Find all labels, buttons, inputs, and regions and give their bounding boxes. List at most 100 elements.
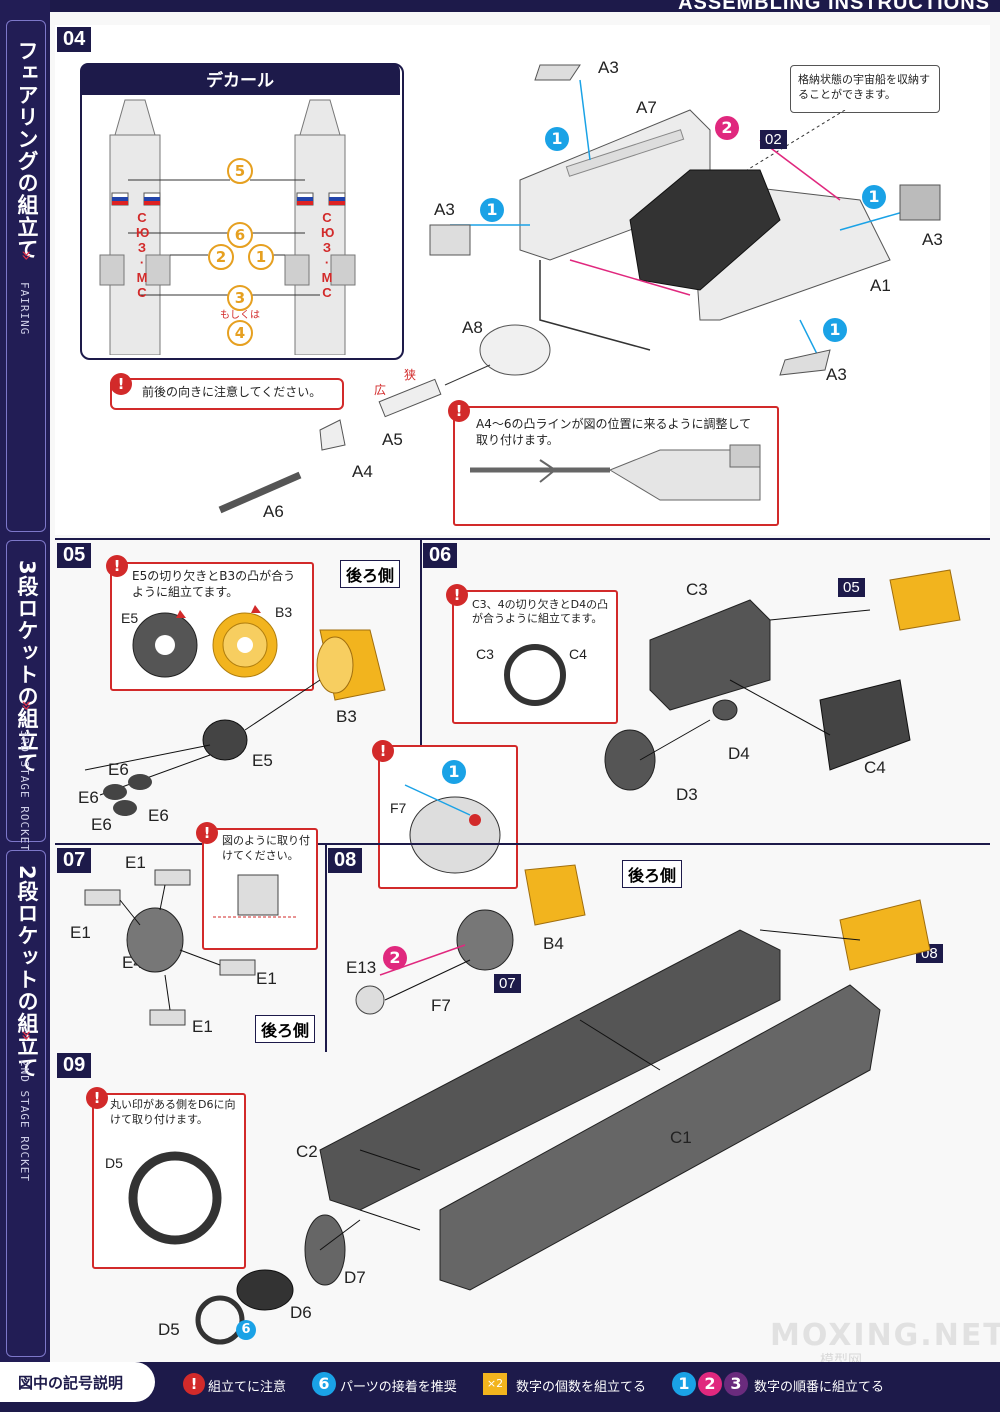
divider	[325, 845, 327, 1052]
label-a3: A3	[434, 200, 455, 219]
decal-number-5: 5	[227, 158, 253, 184]
header-title: ASSEMBLING INSTRUCTIONS	[678, 0, 990, 14]
step-06-illustration	[604, 569, 961, 791]
step-08-illustration	[355, 864, 586, 1015]
order-1-icon: 1	[823, 318, 847, 342]
label-a3: A3	[826, 365, 847, 384]
glue-icon: 6	[236, 1320, 256, 1340]
decal-number-4: 4	[227, 320, 253, 346]
label-d5: D5	[158, 1320, 180, 1339]
label-a4: A4	[352, 462, 373, 481]
step-07-note-box	[202, 828, 318, 950]
label-f7: F7	[431, 996, 451, 1015]
legend-title-box	[0, 1362, 155, 1402]
label-b3: B3	[275, 604, 293, 620]
decal-number-3: 3	[227, 285, 253, 311]
divider	[420, 540, 422, 842]
legend-caution-text: 組立てに注意	[208, 1380, 287, 1395]
chevron-icon: »	[16, 250, 37, 262]
label-c1: C1	[670, 1128, 692, 1147]
legend-order-2-icon: 2	[698, 1372, 722, 1396]
top-bar	[0, 0, 1000, 12]
caution-direction-box	[110, 378, 344, 410]
legend-caution-icon: !	[183, 1373, 205, 1395]
label-e1: E1	[256, 969, 277, 988]
caution-icon: !	[196, 822, 218, 844]
d5-detail	[128, 1151, 222, 1245]
order-2-icon: 2	[715, 116, 739, 140]
decal-alt-text: もしくは	[220, 310, 260, 321]
label-c4: C4	[864, 758, 886, 777]
step-04-number: 04	[57, 27, 92, 52]
caution-icon: !	[110, 373, 132, 395]
label-c2: C2	[296, 1142, 318, 1161]
caution-direction-text: 前後の向きに注意してください。	[142, 385, 322, 399]
tag-02: 02	[760, 130, 787, 149]
label-c3: C3	[476, 646, 494, 662]
legend-glue-text: パーツの接着を推奨	[340, 1380, 457, 1395]
step-09-note-text: 丸い印がある側をD6に向けて取り付けます。	[110, 1098, 236, 1126]
caution-icon: !	[86, 1087, 108, 1109]
rear-side-label: 後ろ側	[255, 1015, 316, 1043]
decal-rockets-illustration	[99, 99, 356, 355]
caution-icon: !	[372, 740, 394, 762]
legend-count-icon: ×2	[483, 1373, 507, 1395]
a4-a6-illustration	[218, 364, 491, 514]
label-d4: D4	[728, 744, 750, 763]
decal-header	[80, 63, 400, 95]
label-f7: F7	[390, 800, 407, 816]
label-b4: B4	[543, 934, 564, 953]
label-e6: E6	[108, 760, 129, 779]
sideband-stage2	[6, 850, 46, 1357]
legend-order-1-icon: 1	[672, 1372, 696, 1396]
storage-note-box	[790, 65, 940, 113]
label-a6: A6	[263, 502, 284, 521]
label-b3: B3	[336, 707, 357, 726]
step-05-note-text: E5の切り欠きとB3の凸が合うように組立てます。	[132, 569, 296, 599]
storage-note-text: 格納状態の宇宙船を収納することができます。	[798, 73, 930, 101]
sideband-fairing	[6, 20, 46, 532]
label-a5: A5	[382, 430, 403, 449]
decal-number-1: 1	[248, 244, 274, 270]
sidebar-stage3-jp: 3段ロケットの組立て	[15, 560, 39, 774]
step-06-note-text: C3、4の切り欠きとD4の凸が合うように組立てます。	[472, 598, 609, 625]
label-a8: A8	[462, 318, 483, 337]
order-1-icon: 1	[862, 185, 886, 209]
label-a3: A3	[922, 230, 943, 249]
label-a7: A7	[636, 98, 657, 117]
label-wide: 広	[374, 383, 387, 397]
label-d6: D6	[290, 1303, 312, 1322]
label-a1: A1	[870, 276, 891, 295]
label-a3: A3	[598, 58, 619, 77]
caution-icon: !	[106, 555, 128, 577]
step-05-number: 05	[57, 543, 92, 568]
rear-side-label: 後ろ側	[340, 560, 401, 588]
label-e6: E6	[78, 788, 99, 807]
decal-number-2: 2	[208, 244, 234, 270]
step-07-number: 07	[57, 848, 92, 873]
order-1-icon: 1	[545, 127, 569, 151]
caution-align-text: A4〜6の凸ラインが図の位置に来るように調整して取り付けます。	[476, 417, 752, 447]
legend-order-text: 数字の順番に組立てる	[754, 1380, 885, 1395]
f7-illustration	[404, 784, 501, 874]
e5-b3-detail	[132, 605, 278, 678]
divider	[55, 843, 990, 845]
label-e1: E1	[125, 853, 146, 872]
legend-count-text: 数字の個数を組立てる	[516, 1380, 647, 1395]
second-stage-illustration	[195, 899, 931, 1345]
caution-icon: !	[448, 400, 470, 422]
label-c4: C4	[569, 646, 587, 662]
legend-order-3-icon: 3	[724, 1372, 748, 1396]
order-1-icon: 1	[480, 198, 504, 222]
fairing-illustration	[429, 64, 941, 376]
label-e5: E5	[121, 610, 139, 626]
label-e13: E13	[346, 958, 377, 977]
decal-number-6: 6	[227, 222, 253, 248]
label-e6: E6	[91, 815, 112, 834]
align-detail-illustration	[470, 444, 761, 501]
step-06-number: 06	[423, 543, 458, 568]
label-e1: E1	[70, 923, 91, 942]
rear-side-label: 後ろ側	[622, 860, 683, 888]
